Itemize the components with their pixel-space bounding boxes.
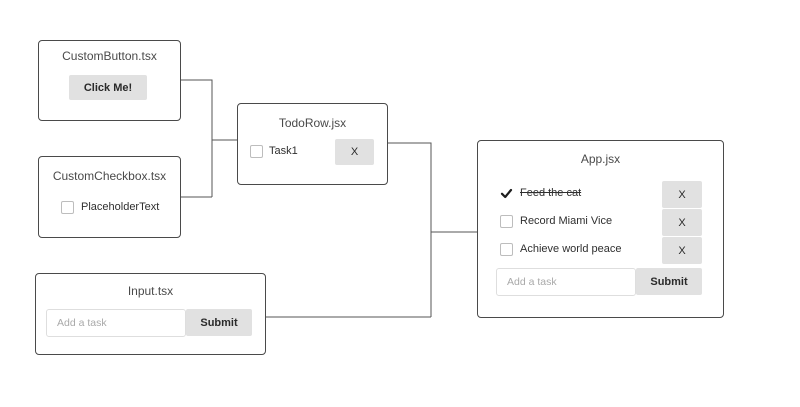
task1-label: Task1	[269, 145, 298, 157]
input-title: Input.tsx	[127, 284, 174, 298]
click-me-button[interactable]: Click Me!	[69, 75, 147, 100]
custom-button-title: CustomButton.tsx	[62, 49, 157, 63]
todo-row-component-box: TodoRow.jsx Task1 X	[237, 103, 388, 185]
connector-button-to-todorow	[181, 79, 213, 197]
checkmark-icon	[500, 188, 513, 199]
input-submit-button[interactable]: Submit	[186, 309, 252, 336]
placeholder-checkbox[interactable]	[61, 201, 74, 214]
app-add-task-input[interactable]: Add a task	[496, 268, 636, 296]
todo-item-label: Record Miami Vice	[520, 215, 613, 227]
task1-checkbox[interactable]	[250, 145, 263, 158]
connector-todorow-to-app	[387, 142, 432, 317]
custom-checkbox-component-box: CustomCheckbox.tsx PlaceholderText	[38, 156, 181, 238]
input-component-box: Input.tsx Add a task Submit	[35, 273, 266, 355]
record-miami-vice-checkbox[interactable]	[500, 215, 513, 228]
app-component-box: App.jsx Feed the cat X Record Miami Vice…	[477, 140, 724, 318]
todo-item-label: Feed the cat	[520, 187, 582, 199]
task1-delete-button[interactable]: X	[335, 139, 374, 165]
placeholder-checkbox-label: PlaceholderText	[81, 201, 160, 213]
todo-row-title: TodoRow.jsx	[278, 116, 347, 130]
custom-checkbox-title: CustomCheckbox.tsx	[52, 169, 167, 183]
todo-delete-button[interactable]: X	[662, 209, 702, 236]
todo-delete-button[interactable]: X	[662, 181, 702, 208]
feed-cat-checkbox[interactable]	[500, 187, 513, 200]
custom-button-component-box: CustomButton.tsx Click Me!	[38, 40, 181, 121]
app-submit-button[interactable]: Submit	[636, 268, 702, 295]
achieve-world-peace-checkbox[interactable]	[500, 243, 513, 256]
add-task-input[interactable]: Add a task	[46, 309, 186, 337]
app-title: App.jsx	[580, 152, 621, 166]
todo-delete-button[interactable]: X	[662, 237, 702, 264]
todo-item-label: Achieve world peace	[520, 243, 622, 255]
